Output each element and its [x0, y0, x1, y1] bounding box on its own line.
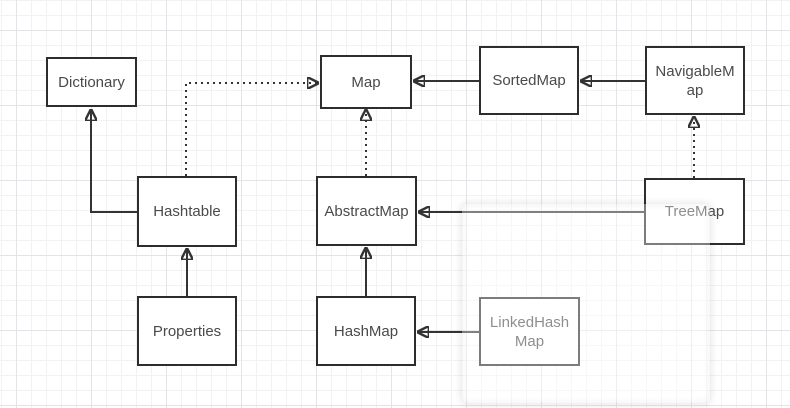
node-navigablemap[interactable]: NavigableM ap — [645, 46, 745, 115]
node-treemap[interactable]: TreeMap — [644, 178, 745, 245]
node-hashtable[interactable]: Hashtable — [137, 176, 237, 247]
node-hashmap[interactable]: HashMap — [316, 296, 416, 366]
edge-hashtable-dictionary[interactable] — [91, 110, 137, 213]
edge-hashtable-map[interactable] — [185, 83, 318, 176]
node-linkedhashmap[interactable]: LinkedHash Map — [479, 297, 580, 366]
node-sortedmap[interactable]: SortedMap — [479, 46, 579, 115]
node-abstractmap[interactable]: AbstractMap — [316, 176, 417, 246]
node-map[interactable]: Map — [320, 55, 412, 109]
node-properties[interactable]: Properties — [137, 296, 237, 366]
node-dictionary[interactable]: Dictionary — [46, 57, 137, 107]
